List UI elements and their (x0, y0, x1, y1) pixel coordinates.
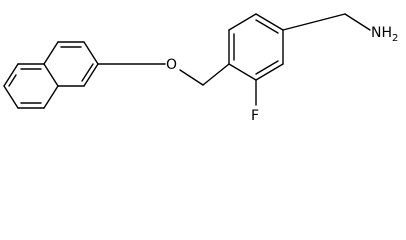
double-bond-inner (81, 63, 94, 82)
bond (228, 63, 257, 81)
amine-subscript: 2 (392, 33, 398, 44)
bond (3, 63, 19, 87)
bond (43, 85, 59, 109)
bond-oxygen-methylene (179, 69, 204, 86)
naphthalene-ring-system (3, 41, 99, 109)
bond-methylene-ring (202, 63, 230, 86)
bond (83, 63, 99, 87)
bond (43, 63, 59, 87)
double-bond-inner (255, 19, 279, 34)
oxygen-atom-label: O (166, 57, 177, 73)
bond-methylene-nitrogen (344, 13, 371, 31)
bond (43, 41, 59, 65)
fluorine-atom-label: F (251, 108, 259, 124)
double-bond-inner (255, 60, 279, 75)
bond (255, 63, 284, 81)
amine-text: NH (371, 25, 392, 41)
molecule-structure-diagram: O F NH2 (3, 13, 398, 124)
bond (228, 13, 257, 31)
bond (83, 41, 99, 65)
bond (3, 85, 19, 109)
double-bond-inner (8, 74, 17, 87)
bond (255, 13, 284, 31)
amine-group-label: NH2 (371, 25, 398, 44)
bond-ring-aminomethyl (282, 13, 346, 31)
benzene-ring (228, 13, 284, 81)
